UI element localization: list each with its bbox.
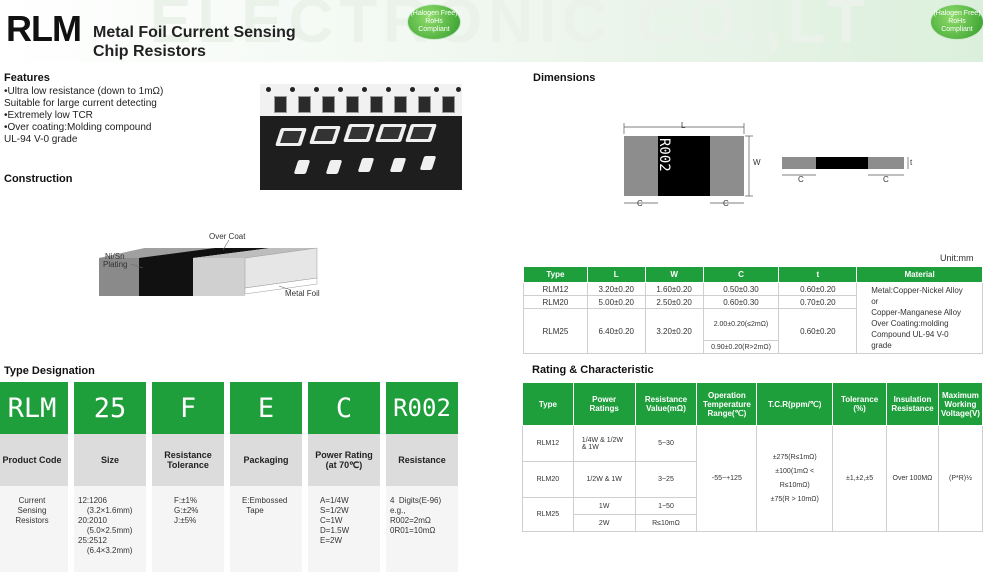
designation-resistance: R002 Resistance 4 Digits(E-96) e.g., R00… <box>386 382 458 572</box>
dim-t-label: t <box>910 158 913 167</box>
tcr-cell: ±275(R≤1mΩ) ±100(1mΩ < R≤10mΩ) ±75(R > 1… <box>756 425 834 532</box>
dimensions-drawing <box>623 123 909 204</box>
product-subtitle-2: Chip Resistors <box>93 43 206 60</box>
features-list: •Ultra low resistance (down to 1mΩ) Suit… <box>4 86 163 146</box>
over-coat-label: Over Coat <box>209 232 246 241</box>
dimensions-table: Type L W C t Material RLM12 3.20±0.20 1.… <box>523 266 983 354</box>
table-row: 0.90±0.20(R>2mΩ) <box>524 340 983 354</box>
ni-sn-label: Ni/Sn <box>105 252 125 261</box>
rating-heading: Rating & Characteristic <box>532 364 654 376</box>
dim-C-label: C <box>723 199 729 208</box>
rating-table: Type Power Ratings Resistance Value(mΩ) … <box>522 382 983 532</box>
dim-C-label: C <box>883 175 889 184</box>
material-cell: Metal:Copper-Nickel Alloy or Copper-Mang… <box>856 282 983 354</box>
designation-product-code: RLM Product Code Current Sensing Resisto… <box>0 382 68 572</box>
watermark: ELECTRONIC CO.,LT <box>150 0 871 56</box>
product-subtitle-1: Metal Foil Current Sensing <box>93 24 296 41</box>
designation-packaging: E Packaging E:Embossed Tape <box>230 382 302 572</box>
table-header-row: Type L W C t Material <box>523 266 983 283</box>
plating-label: Plating <box>103 260 128 269</box>
resistor-marking: R002 <box>656 138 672 172</box>
metal-foil-label: Metal Foil <box>285 289 320 298</box>
construction-diagram <box>99 239 318 296</box>
table-row: RLM12 1/4W & 1/2W & 1W 5~30 -55~+125 ±27… <box>522 425 983 532</box>
designation-tolerance: F Resistance Tolerance F:±1% G:±2% J:±5% <box>152 382 224 572</box>
rohs-badge-icon: (Halogen Free) RoHs Compliant <box>408 5 460 39</box>
dim-C-label: C <box>798 175 804 184</box>
dim-L-label: L <box>681 121 686 130</box>
carrier-tape <box>260 84 462 116</box>
table-row: 2W R≤10mΩ <box>523 514 983 532</box>
designation-power-rating: C Power Rating (at 70℃) A=1/4W S=1/2W C=… <box>308 382 380 572</box>
feature-item: UL-94 V-0 grade <box>4 134 78 145</box>
table-row: RLM20 1/2W & 1W 3~25 <box>522 461 983 498</box>
rohs-badge-icon-right: (Halogen Free) RoHs Compliant <box>931 5 983 39</box>
features-heading: Features <box>4 72 50 84</box>
header-band <box>0 0 983 62</box>
dim-W-label: W <box>753 158 761 167</box>
dim-C-label: C <box>637 199 643 208</box>
unit-label: Unit:mm <box>940 253 974 263</box>
table-row: RLM25 1W 1~50 <box>522 497 983 532</box>
feature-item: •Over coating:Molding compound <box>4 122 152 133</box>
feature-item: •Extremely low TCR <box>4 110 93 121</box>
designation-size: 25 Size 12:1206 (3.2×1.6mm) 20:2010 (5.0… <box>74 382 146 572</box>
product-title: RLM <box>6 8 82 49</box>
type-designation-heading: Type Designation <box>4 365 95 377</box>
table-row: RLM25 6.40±0.20 3.20±0.20 2.00±0.20(≤2mΩ… <box>523 308 983 354</box>
feature-item: •Ultra low resistance (down to 1mΩ) <box>4 86 164 97</box>
product-photo <box>260 84 462 190</box>
dimensions-heading: Dimensions <box>533 72 596 84</box>
feature-item: Suitable for large current detecting <box>4 98 157 109</box>
table-header-row: Type Power Ratings Resistance Value(mΩ) … <box>522 382 983 426</box>
construction-heading: Construction <box>4 173 73 185</box>
table-row: RLM12 3.20±0.20 1.60±0.20 0.50±0.30 0.60… <box>523 282 983 354</box>
